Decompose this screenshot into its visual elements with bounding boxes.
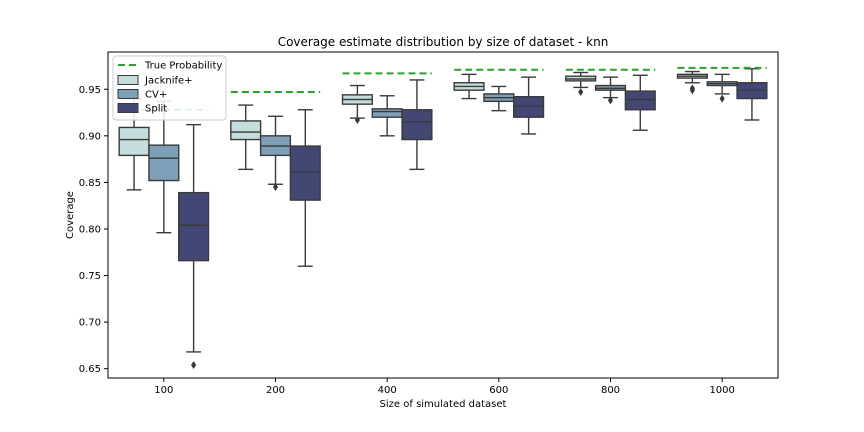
box-split-200 xyxy=(289,109,321,267)
box-jacknife--400 xyxy=(341,84,373,124)
box-split-100 xyxy=(178,123,210,369)
box-cv--100 xyxy=(148,100,180,234)
y-axis-label: Coverage xyxy=(65,191,76,239)
x-tick-label: 200 xyxy=(266,385,285,396)
x-tick-label: 600 xyxy=(489,385,508,396)
legend-swatch-cv- xyxy=(117,89,139,99)
box-jacknife--600 xyxy=(453,73,485,100)
y-tick-label: 0.95 xyxy=(79,85,101,96)
box-cv--400 xyxy=(371,95,403,137)
outlier-point xyxy=(578,88,584,97)
outlier-point xyxy=(191,360,197,369)
box-jacknife--200 xyxy=(230,104,262,171)
box-jacknife--1000 xyxy=(676,70,708,95)
box-iqr xyxy=(230,120,262,141)
y-tick-label: 0.65 xyxy=(79,364,101,375)
box-jacknife--800 xyxy=(565,71,597,97)
box-split-400 xyxy=(401,79,433,171)
y-tick-label: 0.75 xyxy=(79,271,101,282)
x-tick-label: 400 xyxy=(378,385,397,396)
x-axis-label: Size of simulated dataset xyxy=(380,399,507,410)
box-cv--1000 xyxy=(706,73,738,103)
y-tick-label: 0.90 xyxy=(79,131,101,142)
box-cv--600 xyxy=(483,85,515,112)
legend-swatch-split xyxy=(117,103,139,113)
box-split-1000 xyxy=(736,68,768,121)
x-tick-label: 100 xyxy=(154,385,173,396)
box-cv--800 xyxy=(594,76,627,105)
outlier-point xyxy=(607,96,614,105)
legend-label-jacknife-: Jacknife+ xyxy=(144,76,193,87)
outlier-point xyxy=(689,86,695,95)
box-iqr xyxy=(513,96,545,118)
outlier-point xyxy=(354,115,360,124)
box-iqr xyxy=(289,145,321,201)
outlier-point xyxy=(272,183,279,192)
outlier-point xyxy=(719,94,725,103)
legend-swatch-jacknife- xyxy=(117,75,139,85)
box-iqr xyxy=(371,108,403,118)
box-jacknife--100 xyxy=(118,97,150,191)
box-cv--200 xyxy=(259,115,292,192)
y-tick-label: 0.70 xyxy=(79,318,101,329)
chart-title: Coverage estimate distribution by size o… xyxy=(278,35,609,49)
legend-box xyxy=(112,55,227,121)
box-iqr xyxy=(148,144,180,182)
legend-label-true-probability: True Probability xyxy=(144,61,222,72)
plot-frame xyxy=(107,51,779,379)
y-tick-label: 0.85 xyxy=(79,178,101,189)
x-tick-label: 800 xyxy=(601,385,620,396)
legend-label-split: Split xyxy=(145,104,167,115)
box-iqr xyxy=(178,191,210,262)
box-split-800 xyxy=(624,74,656,131)
box-iqr xyxy=(401,109,433,141)
legend-label-cv-: CV+ xyxy=(145,90,167,101)
box-split-600 xyxy=(513,76,545,135)
x-tick-label: 1000 xyxy=(709,385,734,396)
box-iqr xyxy=(118,126,150,157)
box-iqr xyxy=(624,90,656,111)
y-tick-label: 0.80 xyxy=(79,224,101,235)
